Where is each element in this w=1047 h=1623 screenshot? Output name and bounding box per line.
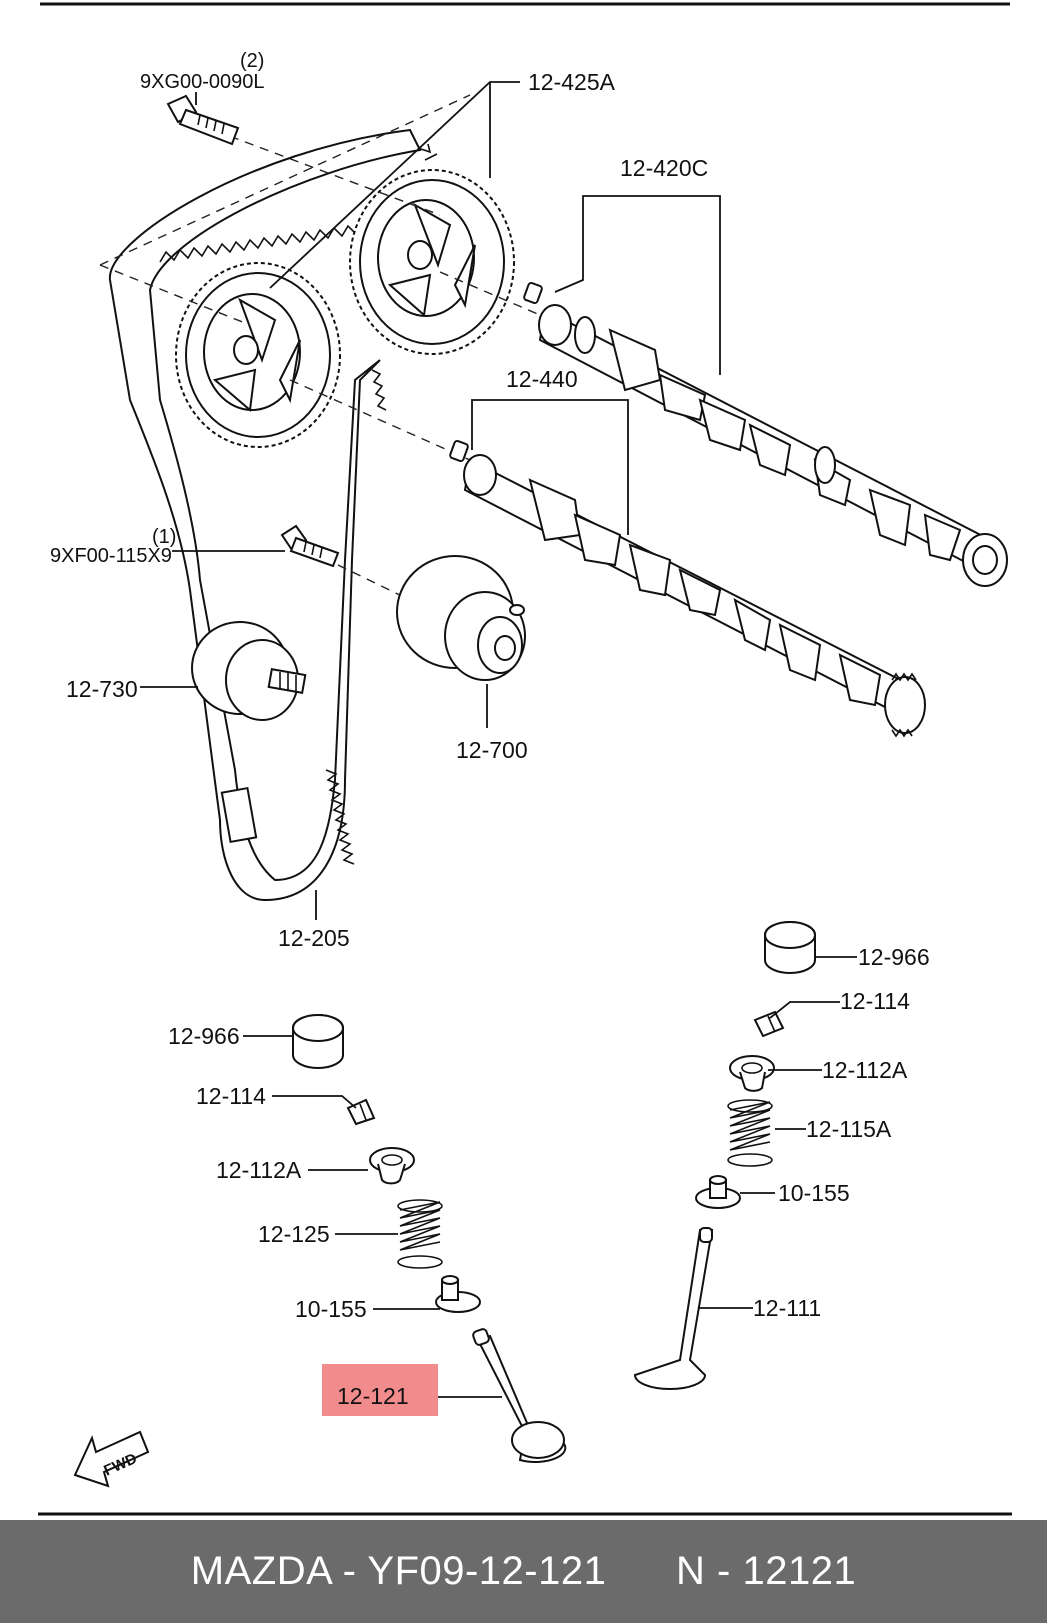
tappet-left (292, 1014, 344, 1069)
valve-exhaust (633, 1227, 714, 1390)
highlight-box (322, 1364, 438, 1416)
label-keeper-left: 12-114 (196, 1083, 266, 1109)
label-idler: 12-730 (66, 676, 138, 702)
tensioner-pulley (396, 555, 526, 681)
label-camshaft-intake: 12-440 (506, 366, 578, 392)
label-retainer-left: 12-112A (216, 1157, 302, 1183)
retainer-left (369, 1147, 415, 1185)
tappet-right (764, 921, 816, 974)
label-tappet-right: 12-966 (858, 944, 930, 970)
camshaft-sprocket-right (349, 169, 515, 355)
parts-diagram: (2) 9XG00-0090L 12-425A 12-420C 12-440 (… (38, 2, 1012, 1516)
fwd-arrow-icon: FWD (73, 1430, 150, 1488)
camshaft-sprocket-left (175, 262, 341, 448)
leader-lines (140, 81, 857, 1398)
valve-intake (472, 1328, 567, 1463)
label-retainer-right: 12-112A (822, 1057, 908, 1083)
alt-part-number: N - 12121 (676, 1549, 857, 1593)
label-timing-belt: 12-205 (278, 925, 350, 951)
label-bolt-mid-qty: (1) (152, 526, 176, 548)
label-camshaft-exhaust: 12-420C (620, 155, 708, 181)
label-bolt-mid-code: 9XF00-115X9 (50, 545, 172, 567)
brand-part-number: MAZDA - YF09-12-121 (190, 1549, 607, 1593)
spring-right (727, 1099, 773, 1167)
label-spring-left: 12-125 (258, 1221, 330, 1247)
bolt-mid (280, 524, 340, 568)
label-bolt-top-code: 9XG00-0090L (140, 71, 265, 93)
label-valve-exhaust: 12-111 (753, 1295, 821, 1321)
bolt-top (166, 94, 240, 146)
idler-pulley (191, 621, 307, 721)
label-keeper-right: 12-114 (840, 988, 910, 1014)
seal-left (435, 1275, 481, 1313)
spring-left (397, 1199, 443, 1269)
part-number-footer: MAZDA - YF09-12-121 N - 12121 (0, 1520, 1047, 1623)
label-tappet-left: 12-966 (168, 1023, 240, 1049)
label-seal-right: 10-155 (778, 1180, 850, 1206)
label-tensioner: 12-700 (456, 737, 528, 763)
label-sprocket: 12-425A (528, 69, 616, 95)
camshaft-exhaust (523, 281, 1008, 587)
keeper-right (753, 1010, 785, 1038)
label-seal-left: 10-155 (295, 1296, 367, 1322)
label-spring-right: 12-115A (806, 1116, 892, 1142)
seal-right (695, 1175, 741, 1209)
camshaft-intake (449, 439, 926, 738)
retainer-right (729, 1055, 775, 1092)
label-bolt-top-qty: (2) (240, 50, 264, 72)
label-valve-intake: 12-121 (337, 1383, 409, 1409)
